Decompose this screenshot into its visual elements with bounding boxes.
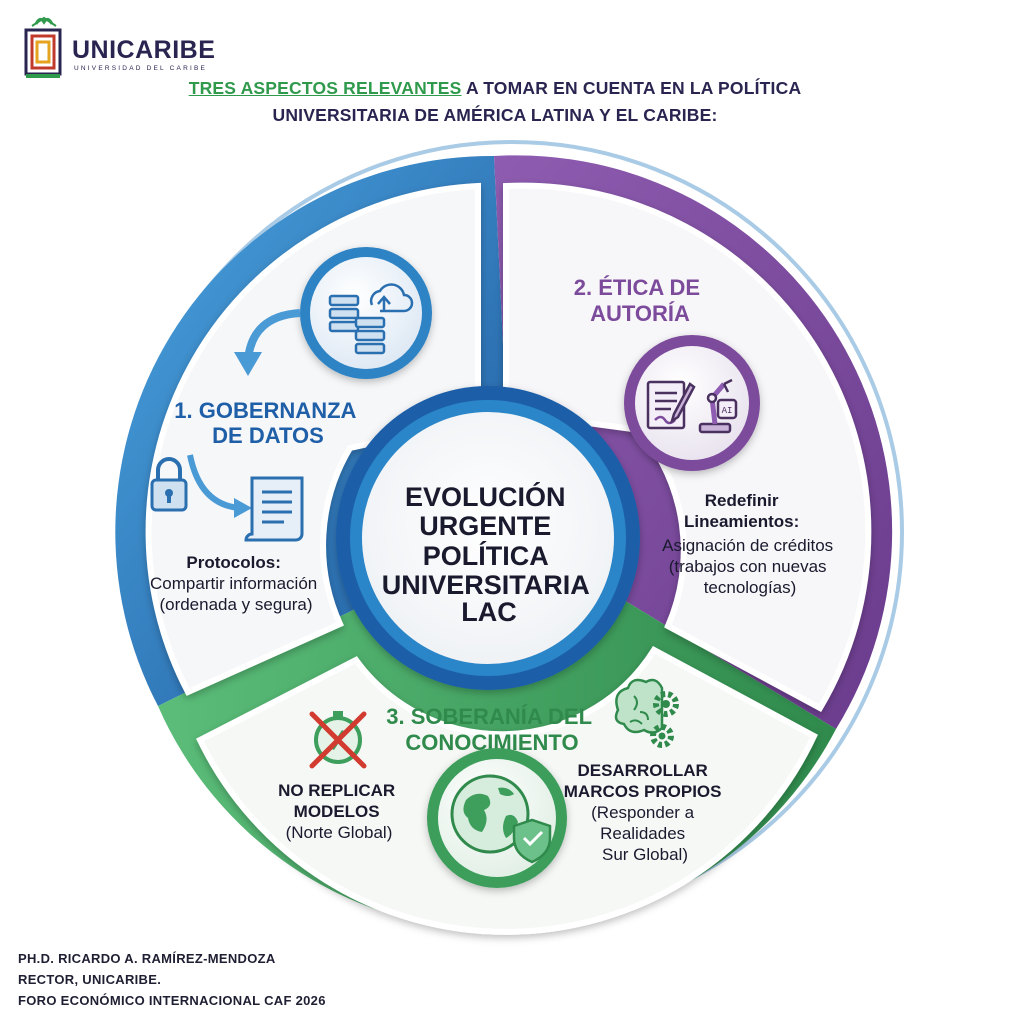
governance-body: Protocolos: Compartir información (orden… (150, 553, 322, 614)
governance-title: 1. GOBERNANZA DE DATOS (174, 398, 361, 448)
center-line-2: URGENTE (419, 511, 551, 541)
center-line-5: LAC (461, 597, 517, 627)
center-text: EVOLUCIÓN URGENTE POLÍTICA UNIVERSITARIA… (382, 481, 597, 627)
brain-gears-icon (614, 678, 679, 748)
sovereignty-title: 3. SOBERANÍA DEL CONOCIMIENTO (386, 704, 598, 755)
page-title-line-2: UNIVERSITARIA DE AMÉRICA LATINA Y EL CAR… (272, 105, 718, 125)
server-cloud-icon (328, 283, 414, 355)
robot-arm-icon: AI (698, 378, 738, 434)
document-scroll-icon (244, 476, 304, 542)
credit-line-2: RECTOR, UNICARIBE. (18, 972, 162, 987)
curved-arrow-icon (244, 309, 301, 361)
globe-shield-icon (450, 774, 552, 864)
ethics-title: 2. ÉTICA DE AUTORÍA (574, 275, 706, 326)
flow-arrow-icon (187, 454, 241, 511)
lock-icon (150, 457, 188, 512)
title-rest: A TOMAR EN CUENTA EN LA POLÍTICA (461, 78, 802, 98)
robot-chip-glyph: AI (722, 406, 733, 416)
credit-line-3: FORO ECONÓMICO INTERNACIONAL CAF 2026 (18, 993, 326, 1008)
brand-name: UNICARIBE (72, 36, 216, 64)
sovereignty-left-body: NO REPLICAR MODELOS (Norte Global) (278, 781, 400, 842)
center-line-4: UNIVERSITARIA (382, 570, 590, 600)
ethics-body: Redefinir Lineamientos: Asignación de cr… (662, 491, 838, 597)
document-pen-icon (646, 380, 696, 430)
crossed-compass-icon (309, 711, 367, 769)
center-hub (362, 412, 614, 664)
title-highlight: TRES ASPECTOS RELEVANTES (188, 78, 462, 98)
sovereignty-right-body: DESARROLLAR MARCOS PROPIOS (Responder a … (564, 761, 726, 864)
unicaribe-logo: UNICARIBE UNIVERSIDAD DEL CARIBE (22, 14, 222, 82)
center-line-1: EVOLUCIÓN (405, 481, 566, 512)
author-credits: PH.D. RICARDO A. RAMÍREZ-MENDOZA RECTOR,… (18, 948, 326, 1011)
credit-line-1: PH.D. RICARDO A. RAMÍREZ-MENDOZA (18, 951, 276, 966)
brand-subtitle: UNIVERSIDAD DEL CARIBE (74, 65, 208, 72)
page-title-line-1: TRES ASPECTOS RELEVANTES A TOMAR EN CUEN… (0, 78, 990, 99)
logo-mark-icon (24, 16, 62, 78)
center-line-3: POLÍTICA (423, 540, 548, 571)
